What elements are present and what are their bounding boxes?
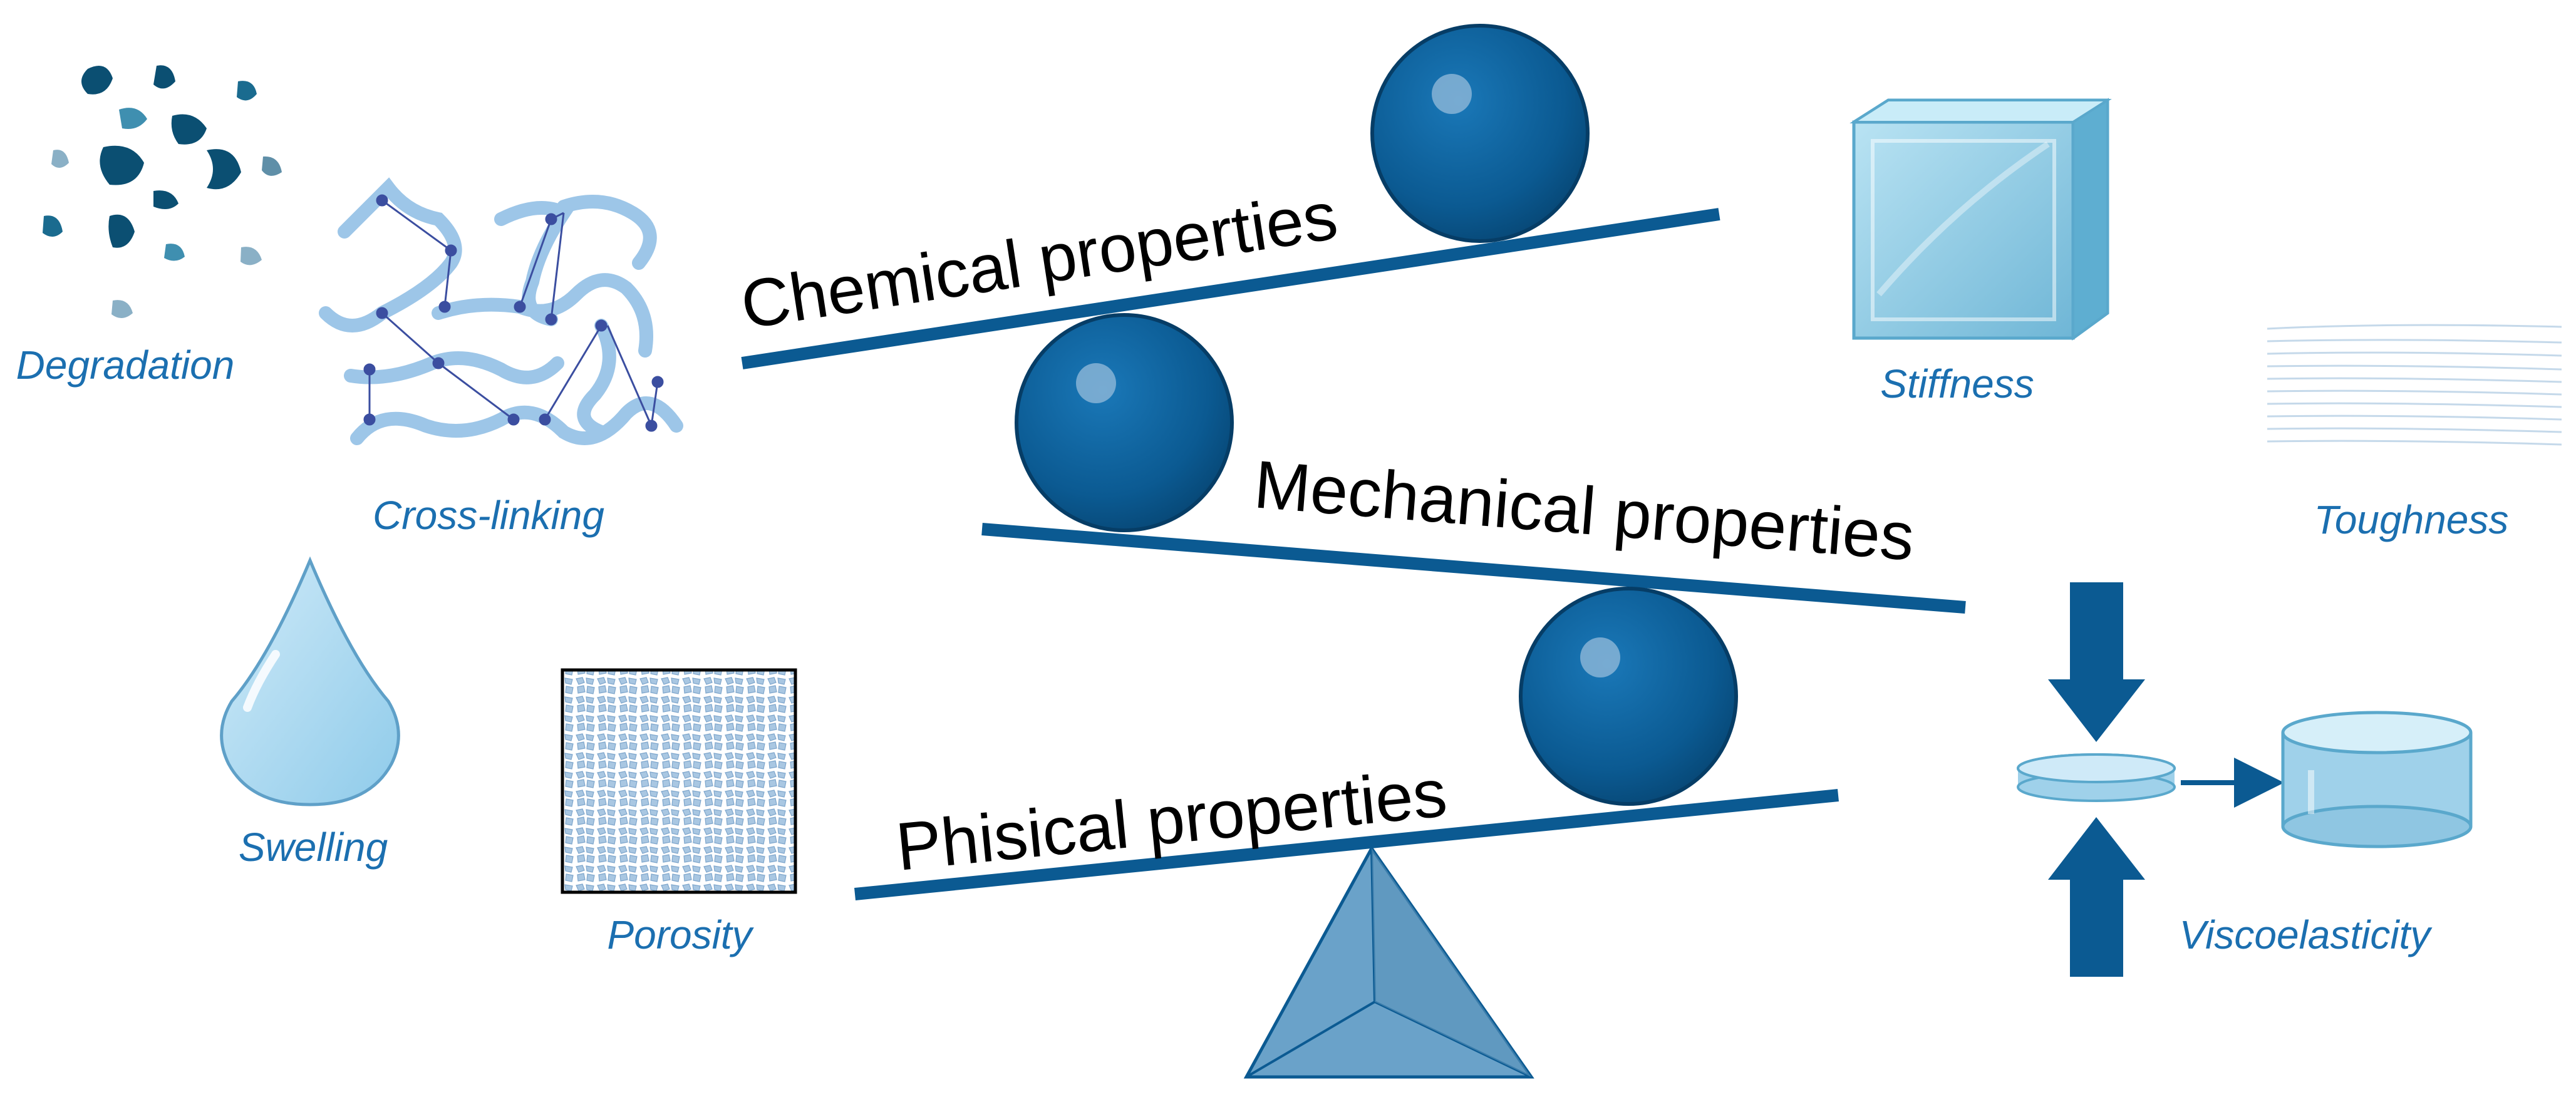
- pyramid-fulcrum-icon: [1243, 845, 1534, 1079]
- toughness-label: Toughness: [2314, 497, 2509, 542]
- polymer-network-icon: [319, 177, 683, 445]
- swelling-label: Swelling: [239, 825, 388, 870]
- viscoelasticity-label: Viscoelasticity: [2180, 912, 2433, 957]
- ice-cube-icon: [1849, 98, 2112, 341]
- mechanical-beam: [981, 523, 1966, 614]
- fiber-lines-icon: [2267, 324, 2562, 446]
- chemical-beam: [741, 208, 1720, 369]
- physical-ball-sphere-icon: [1519, 587, 1738, 806]
- chemical-ball-sphere-icon: [1370, 24, 1590, 243]
- porous-texture-icon: [561, 668, 797, 894]
- degradation-fragments-icon: [43, 65, 282, 319]
- cross-linking-label: Cross-linking: [373, 493, 604, 538]
- physical-beam: [854, 789, 1839, 900]
- water-drop-icon: [220, 556, 400, 806]
- compression-disc-icon: [2017, 582, 2473, 977]
- degradation-label: Degradation: [16, 342, 235, 388]
- porosity-label: Porosity: [607, 912, 754, 957]
- mechanical-ball-sphere-icon: [1015, 313, 1234, 532]
- stiffness-label: Stiffness: [1880, 361, 2034, 406]
